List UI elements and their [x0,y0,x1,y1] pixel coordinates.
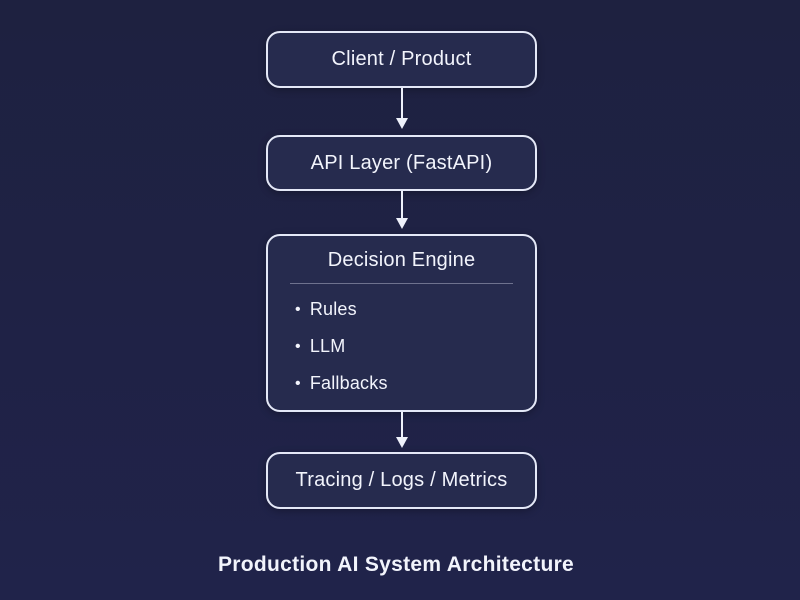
list-item-label: Rules [309,299,357,319]
list-item-label: LLM [309,336,346,356]
list-item-label: Fallbacks [309,373,388,393]
node-label: Tracing / Logs / Metrics [295,469,508,491]
bullet-icon: • [295,337,301,355]
list-item: • LLM [295,328,535,365]
arrow-connector [394,88,410,135]
bullet-icon: • [295,300,301,318]
node-label: API Layer (FastAPI) [310,151,493,174]
arrow-connector [394,191,410,234]
node-box-tracing-logs-metrics: Tracing / Logs / Metrics [266,452,537,509]
decision-engine-title: Decision Engine [327,249,476,271]
node-box-client-product: Client / Product [266,31,537,88]
diagram-caption: Production AI System Architecture [217,553,575,576]
node-box-decision-engine: Decision Engine • Rules • LLM • Fallback… [266,234,537,412]
arrow-connector [394,412,410,452]
node-box-api-layer: API Layer (FastAPI) [266,135,537,191]
divider [290,283,513,284]
list-item: • Fallbacks [295,365,535,402]
arrow-down-icon [395,412,408,448]
bullet-icon: • [295,374,301,392]
arrow-down-icon [395,88,408,129]
flowchart-column: Client / Product API Layer (FastAPI) Dec… [266,31,537,509]
list-item: • Rules [295,291,535,328]
decision-engine-list: • Rules • LLM • Fallbacks [268,291,535,402]
arrow-down-icon [395,191,408,229]
node-label: Client / Product [331,48,472,70]
